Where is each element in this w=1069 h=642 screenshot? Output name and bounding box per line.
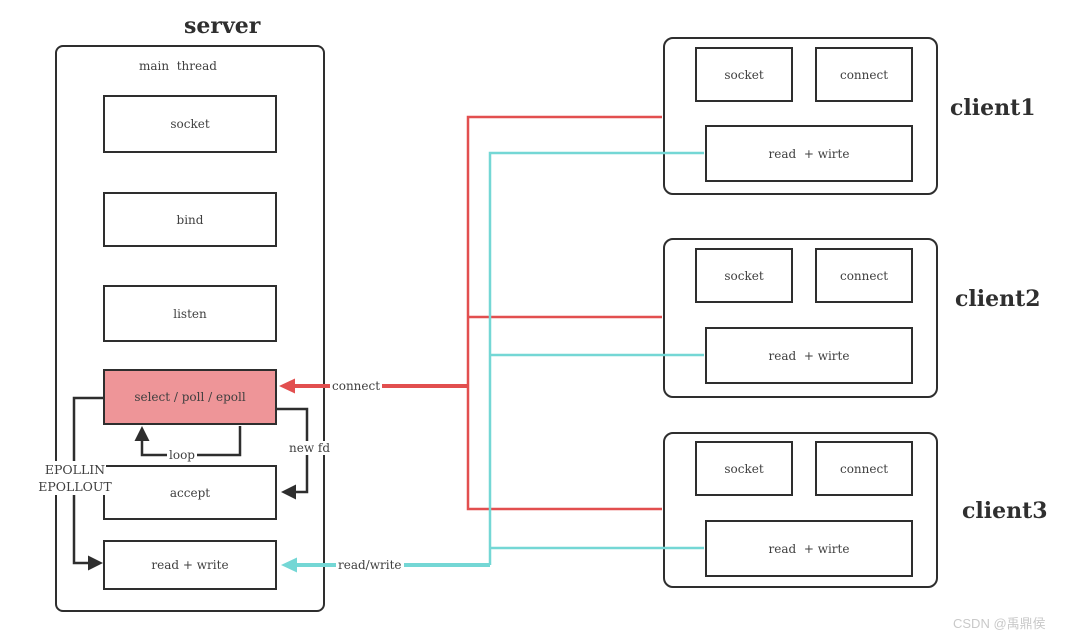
- new-fd-arrowhead-icon: [281, 484, 296, 500]
- client2-box-socket: socket: [695, 248, 793, 303]
- loop-arrowhead-icon: [134, 426, 150, 441]
- epoll-arrowhead-icon: [88, 555, 103, 571]
- client1-title: client1: [950, 95, 1036, 121]
- epollout-label: EPOLLOUT: [37, 478, 113, 495]
- client1-box-socket: socket: [695, 47, 793, 102]
- csdn-watermark: CSDN @禹鼎侯: [953, 616, 1046, 631]
- readwrite-arrowhead-icon: [281, 557, 297, 573]
- connect-arrowhead-icon: [279, 378, 295, 394]
- server-box-select-poll-epoll: select / poll / epoll: [103, 369, 277, 425]
- new-fd-edge-label: new fd: [287, 441, 333, 455]
- main-thread-label: main thread: [139, 59, 217, 73]
- connect-edge-label: connect: [330, 379, 383, 393]
- client3-title: client3: [962, 498, 1048, 524]
- client3-container: socket connect read + wirte: [663, 432, 938, 588]
- epoll-events-label: EPOLLIN EPOLLOUT: [36, 461, 114, 495]
- server-box-read-write: read + write: [103, 540, 277, 590]
- client2-box-connect: connect: [815, 248, 913, 303]
- epollin-label: EPOLLIN: [43, 461, 107, 478]
- server-box-socket: socket: [103, 95, 277, 153]
- connect-trunk-line: [466, 115, 662, 511]
- server-box-listen: listen: [103, 285, 277, 342]
- server-title: server: [184, 13, 261, 39]
- client2-box-read-write: read + wirte: [705, 327, 913, 384]
- client1-box-connect: connect: [815, 47, 913, 102]
- client3-box-socket: socket: [695, 441, 793, 496]
- client3-box-connect: connect: [815, 441, 913, 496]
- client3-box-read-write: read + wirte: [705, 520, 913, 577]
- server-box-bind: bind: [103, 192, 277, 247]
- client2-title: client2: [955, 286, 1041, 312]
- loop-edge-label: loop: [167, 448, 197, 462]
- readwrite-trunk-line: [488, 151, 704, 565]
- client1-container: socket connect read + wirte: [663, 37, 938, 195]
- server-box-accept: accept: [103, 465, 277, 520]
- server-container: [55, 45, 325, 612]
- client2-container: socket connect read + wirte: [663, 238, 938, 398]
- read-write-edge-label: read/write: [336, 558, 404, 572]
- client1-box-read-write: read + wirte: [705, 125, 913, 182]
